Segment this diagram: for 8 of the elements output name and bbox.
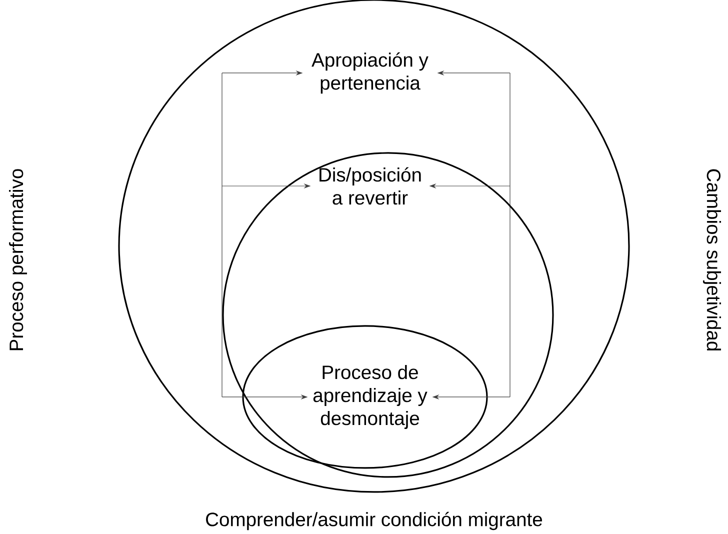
ellipse [242,325,488,469]
side-label: Cambios subjetividad [703,169,721,350]
circle-label: Dis/posición a revertir [320,167,421,205]
bottom-label: Comprender/asumir condición migrante [206,512,542,530]
circle-label: Proceso de aprendizaje y desmontaje [313,364,428,429]
ellipse [222,152,554,478]
side-label: Proceso performativo [9,169,27,350]
circle-label: Apropiación y pertenencia [312,52,428,94]
